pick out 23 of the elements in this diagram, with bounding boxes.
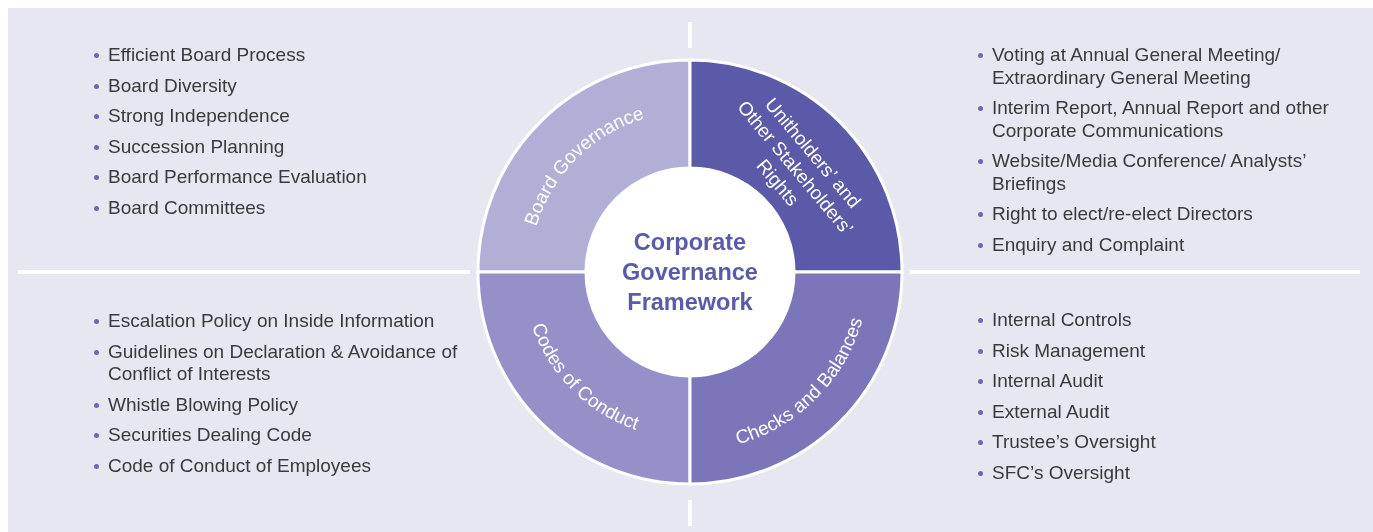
- bullet-item: Escalation Policy on Inside Information: [92, 310, 472, 333]
- bullet-item: Right to elect/re-elect Directors: [976, 203, 1361, 226]
- bullet-item: Website/Media Conference/ Analysts’ Briefings: [976, 150, 1361, 195]
- bullet-item: External Audit: [976, 400, 1356, 423]
- bullet-item: Whistle Blowing Policy: [92, 393, 472, 416]
- bullet-item: Trustee’s Oversight: [976, 431, 1356, 454]
- bullet-item: Voting at Annual General Meeting/ Extraordinary General Meeting: [976, 44, 1361, 89]
- bullet-item: Board Committees: [92, 196, 472, 219]
- bullet-item: Risk Management: [976, 339, 1356, 362]
- bullet-item: Efficient Board Process: [92, 44, 472, 67]
- bullet-item: Securities Dealing Code: [92, 424, 472, 447]
- bullet-item: Board Diversity: [92, 74, 472, 97]
- bullet-item: Guidelines on Declaration & Avoidance of Conflict of Interests: [92, 340, 472, 386]
- bullet-item: SFC’s Oversight: [976, 461, 1356, 484]
- bullet-item: Code of Conduct of Employees: [92, 454, 472, 477]
- bullet-item: Enquiry and Complaint: [976, 233, 1361, 256]
- bullet-item: Succession Planning: [92, 135, 472, 158]
- bullet-item: Internal Controls: [976, 309, 1356, 332]
- bullet-item: Strong Independence: [92, 105, 472, 128]
- bullet-item: Internal Audit: [976, 370, 1356, 393]
- center-title: Corporate Governance Framework: [621, 228, 759, 317]
- bullet-item: Interim Report, Annual Report and other Corporate Communications: [976, 97, 1361, 142]
- bullet-item: Board Performance Evaluation: [92, 166, 472, 189]
